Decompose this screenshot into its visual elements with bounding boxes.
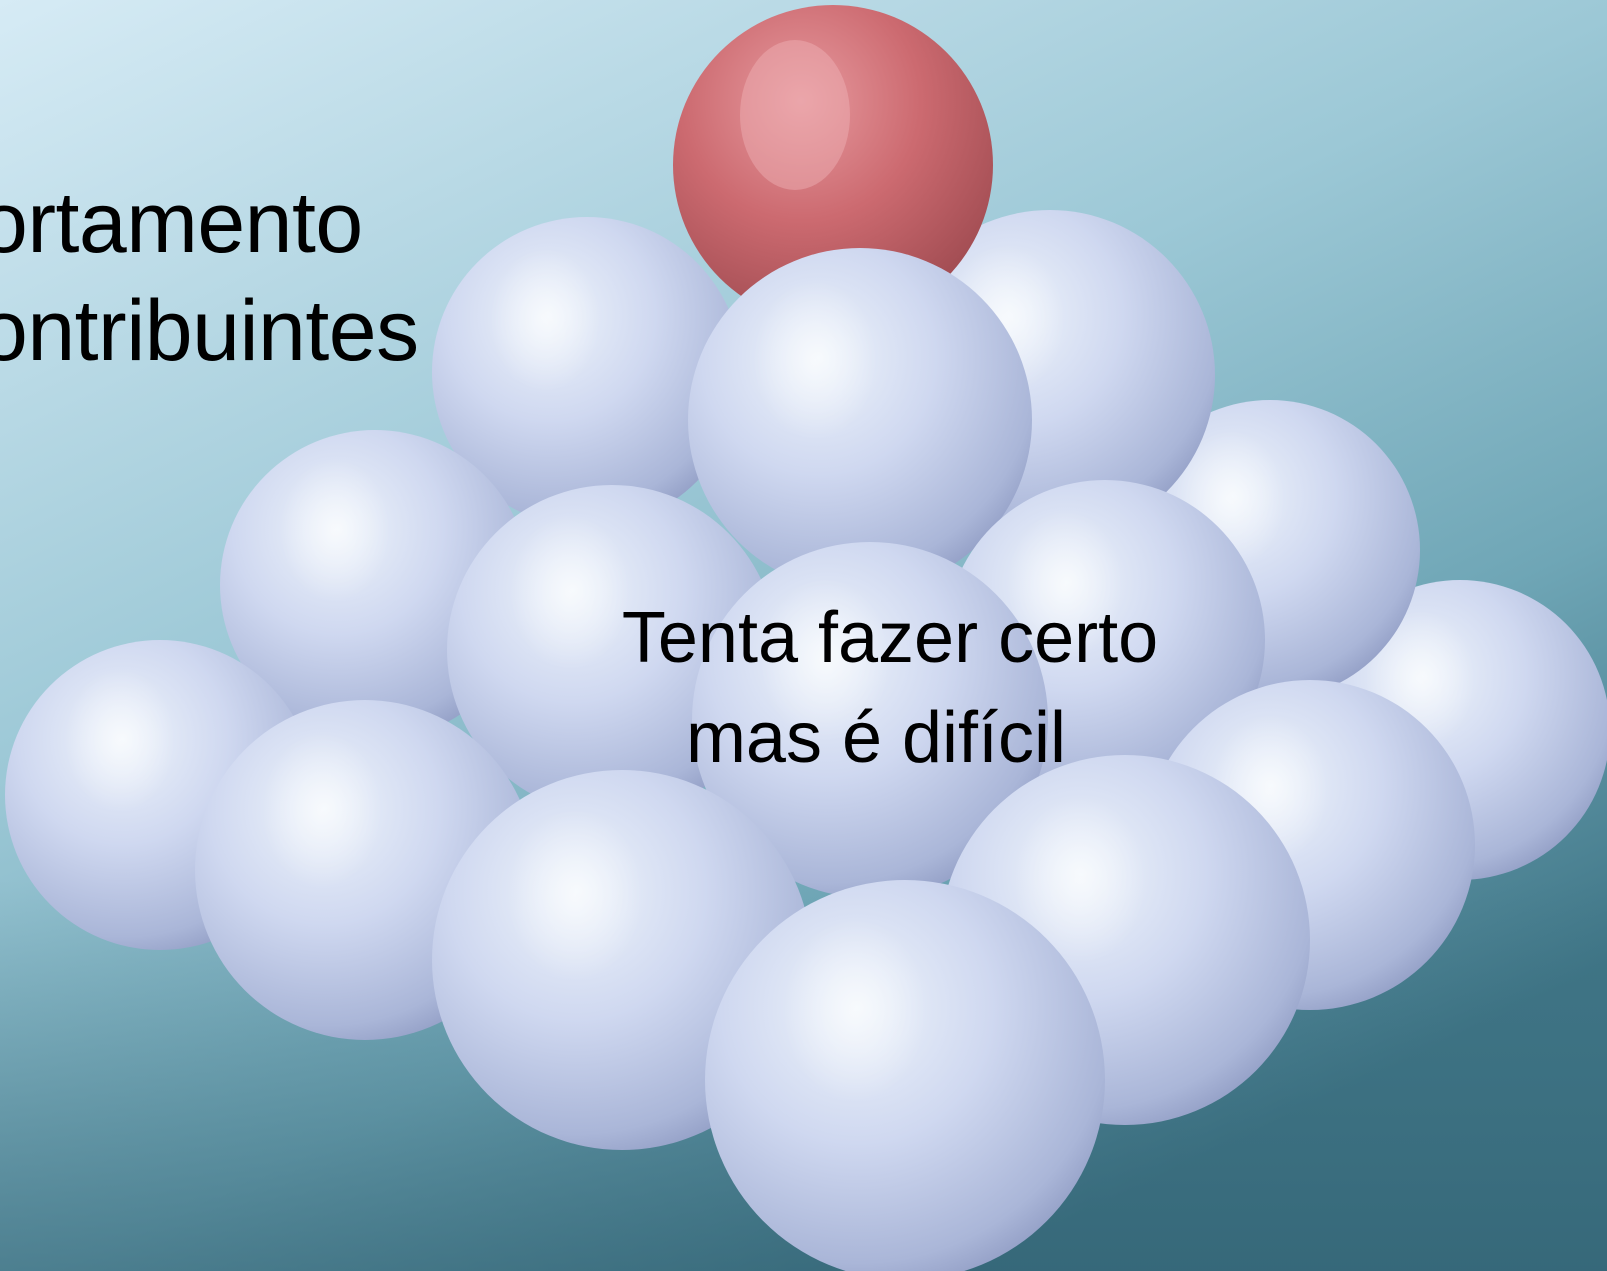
white-sphere: [705, 880, 1105, 1271]
slide-title-line-2: ontribuintes: [0, 283, 419, 379]
white-sphere: [688, 248, 1032, 592]
slide-title-line-1: ortamento: [0, 175, 363, 271]
caption-line-1: Tenta fazer certo: [621, 598, 1159, 678]
white-sphere: [432, 217, 742, 527]
caption-line-2: mas é difícil: [685, 698, 1067, 778]
white-sphere: [692, 542, 1048, 898]
red-sphere: [673, 5, 993, 325]
